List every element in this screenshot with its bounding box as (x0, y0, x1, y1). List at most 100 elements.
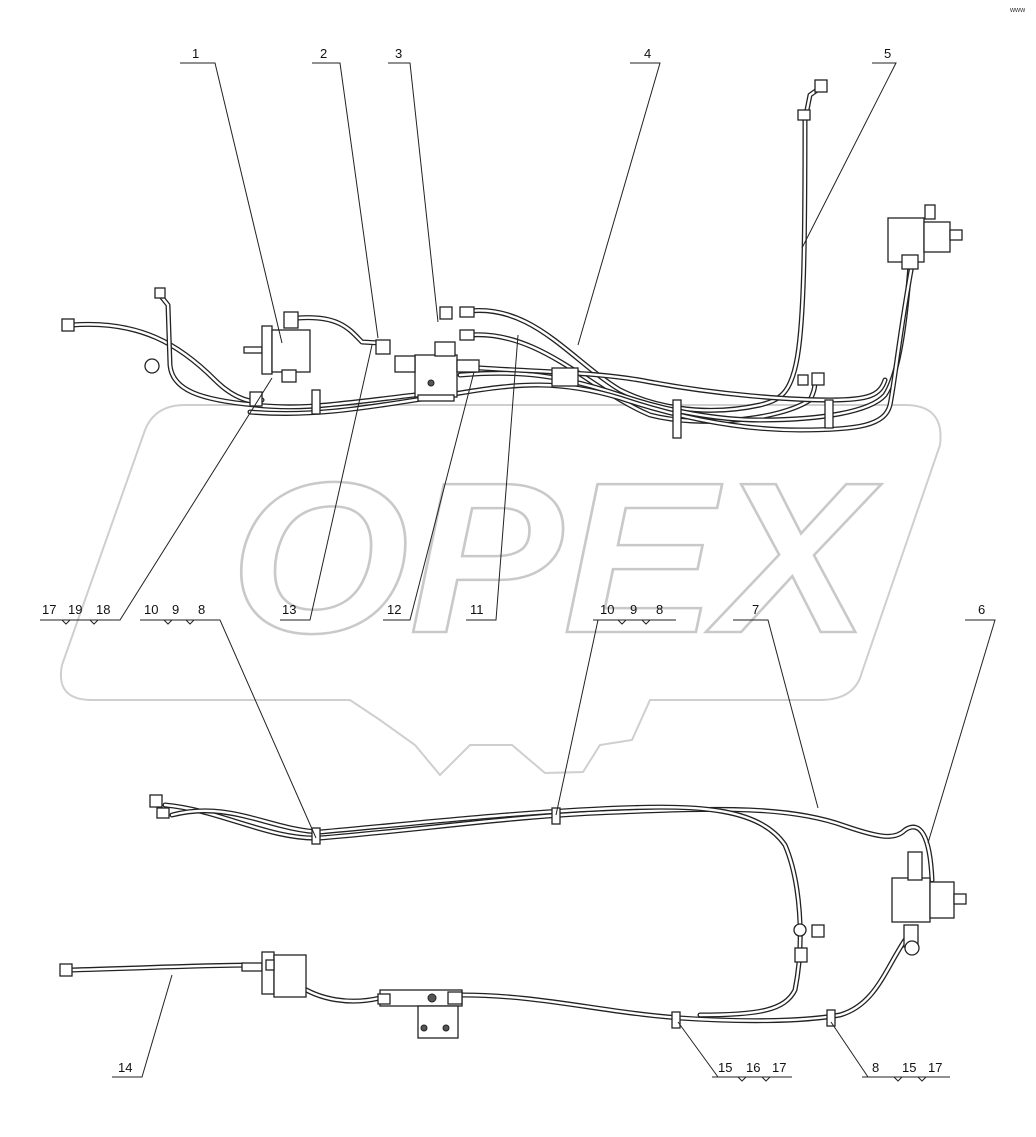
callout-17: 17 (42, 602, 56, 617)
pump-shaft (243, 346, 263, 354)
upper-fittings (61, 79, 828, 386)
valve-base (417, 394, 455, 402)
cylinder-port-fitting (907, 851, 923, 881)
hose-crimp-sleeve (794, 947, 808, 963)
upper-view (61, 79, 963, 439)
callout-18: 18 (96, 602, 110, 617)
pump-flange (261, 325, 273, 375)
adapter-fitting (439, 306, 453, 320)
valve-port-fitting (447, 991, 463, 1005)
callout-17: 17 (772, 1060, 786, 1075)
bracket-bolt (442, 1024, 450, 1032)
cylinder-cap (929, 881, 955, 919)
bracket-bolt (420, 1024, 428, 1032)
valve-block-upper (394, 341, 480, 402)
hose-clamp (672, 399, 682, 439)
hose-end-nut (156, 807, 170, 819)
upper-clamps (249, 367, 834, 439)
callout-5: 5 (884, 46, 891, 61)
callout-8: 8 (198, 602, 205, 617)
lower-hoses (67, 802, 935, 1024)
callout-1: 1 (192, 46, 199, 61)
valve-inlet-fitting (394, 355, 416, 373)
upper-hoses (69, 85, 915, 433)
pump-port-fitting (281, 369, 297, 383)
callout-17: 17 (928, 1060, 942, 1075)
cylinder-rod-end (953, 893, 967, 905)
pump-lower (261, 951, 307, 998)
callout-labels: 1 2 3 4 5 17 19 18 10 9 8 13 12 11 10 9 … (42, 46, 985, 1075)
adapter-fitting (459, 306, 475, 318)
watermark-text: OPEX (230, 437, 882, 678)
callout-6: 6 (978, 602, 985, 617)
steering-cylinder-lower (891, 851, 967, 956)
hose-end-nut (814, 79, 828, 93)
callout-13: 13 (282, 602, 296, 617)
adapter-fitting (375, 339, 391, 355)
callout-7: 7 (752, 602, 759, 617)
callout-9: 9 (172, 602, 179, 617)
hose-end-nut (811, 372, 825, 386)
cylinder-cap (923, 221, 951, 253)
cylinder-body (891, 877, 931, 923)
valve-top-fitting (434, 341, 456, 357)
callout-16: 16 (746, 1060, 760, 1075)
hose-clamp (551, 807, 561, 825)
hose-end-nut (59, 963, 73, 977)
cylinder-port (924, 204, 936, 220)
callout-15: 15 (902, 1060, 916, 1075)
hose-end-nut (61, 318, 75, 332)
valve-bolt (427, 993, 437, 1003)
pump-body (273, 954, 307, 998)
corner-mark: www (1009, 7, 1026, 14)
hose-crimp-sleeve (797, 109, 811, 121)
hose-clamp (824, 399, 834, 429)
elbow-fitting (793, 923, 807, 937)
hose-crimp-sleeve (241, 962, 263, 972)
hose-clamp (826, 1009, 836, 1027)
adapter-fitting (459, 329, 475, 341)
valve-bolt (427, 379, 435, 387)
hose-crimp-sleeve (797, 374, 809, 386)
pump-port (265, 959, 275, 971)
valve-port-fitting (377, 993, 391, 1005)
hose-clamp (249, 391, 263, 407)
hose-end-nut (149, 794, 163, 808)
callout-11: 11 (470, 602, 484, 617)
callout-10: 10 (144, 602, 158, 617)
callout-12: 12 (387, 602, 401, 617)
callout-leaders (40, 62, 996, 1082)
watermark-gear-outline (59, 404, 942, 777)
elbow-fitting (904, 940, 920, 956)
pump-upper (243, 311, 311, 383)
callout-4: 4 (644, 46, 651, 61)
callout-19: 19 (68, 602, 82, 617)
banjo-fitting (144, 358, 160, 374)
callout-8: 8 (656, 602, 663, 617)
valve-body (414, 354, 458, 398)
callout-14: 14 (118, 1060, 132, 1075)
watermark-logo: OPEX (59, 404, 942, 777)
valve-side-fitting (456, 359, 480, 373)
callout-8: 8 (872, 1060, 879, 1075)
hose-clamp (311, 827, 321, 845)
pump-flange (261, 951, 275, 995)
hose-end-nut (811, 924, 825, 938)
callout-3: 3 (395, 46, 402, 61)
cylinder-rod-end (949, 229, 963, 241)
lower-view (59, 794, 967, 1039)
lower-clamps (311, 807, 836, 1029)
callout-10: 10 (600, 602, 614, 617)
pump-port-fitting (283, 311, 299, 329)
valve-bracket (417, 1005, 459, 1039)
hose-clamp (671, 1011, 681, 1029)
pump-body (271, 329, 311, 373)
valve-block-lower (377, 989, 463, 1039)
callout-15: 15 (718, 1060, 732, 1075)
callout-9: 9 (630, 602, 637, 617)
steering-cylinder-upper (887, 204, 963, 270)
cylinder-fitting (901, 254, 919, 270)
hose-clamp (311, 389, 321, 415)
hose-bracket (551, 367, 579, 387)
